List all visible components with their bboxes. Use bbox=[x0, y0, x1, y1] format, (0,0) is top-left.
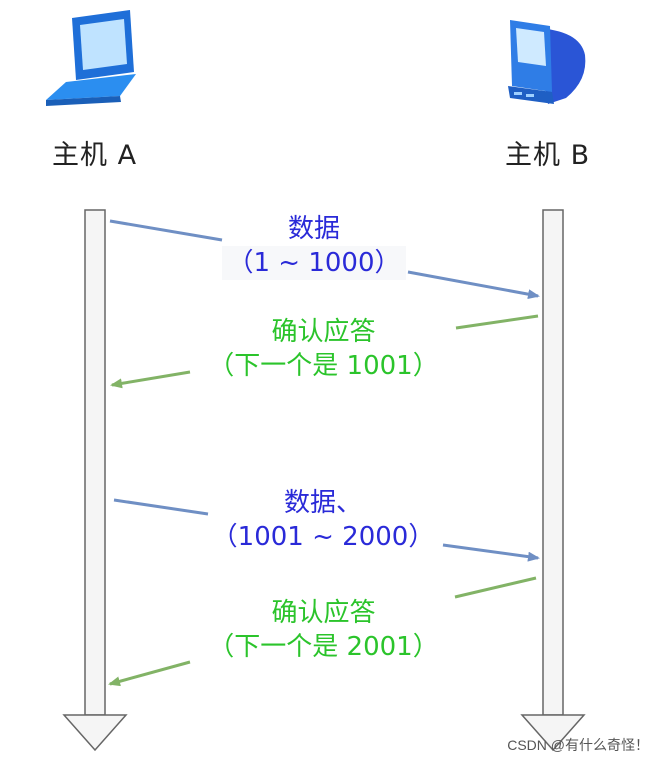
ack-arrow-1 bbox=[110, 314, 539, 389]
message-data-1-title: 数据 bbox=[287, 214, 340, 244]
message-ack-1-title: 确认应答 bbox=[271, 317, 376, 347]
host-a-label: 主机 A bbox=[52, 140, 138, 171]
watermark: CSDN @有什么奇怪！ bbox=[507, 737, 649, 753]
message-ack-1: 确认应答 （下一个是 1001） bbox=[196, 315, 451, 383]
data-arrow-1 bbox=[109, 219, 540, 300]
message-ack-2: 确认应答 （下一个是 2001） bbox=[196, 596, 451, 664]
lifeline-host-a bbox=[62, 209, 128, 752]
host-b-label: 主机 B bbox=[505, 140, 591, 171]
lifeline-host-b bbox=[520, 209, 586, 752]
message-data-2-title: 数据、 bbox=[283, 488, 362, 518]
message-ack-2-title: 确认应答 bbox=[271, 598, 376, 628]
message-ack-1-next: （下一个是 1001） bbox=[208, 351, 439, 381]
ack-arrow-2 bbox=[108, 576, 537, 687]
data-arrow-2 bbox=[113, 498, 540, 562]
laptop-icon bbox=[46, 10, 136, 106]
message-data-2-range: （1001 ~ 2000） bbox=[211, 522, 435, 552]
desktop-computer-icon bbox=[508, 20, 586, 104]
message-data-2: 数据、 （1001 ~ 2000） bbox=[205, 486, 441, 554]
message-data-1: 数据 （1 ~ 1000） bbox=[222, 212, 406, 280]
message-data-1-range: （1 ~ 1000） bbox=[222, 246, 406, 280]
message-ack-2-next: （下一个是 2001） bbox=[208, 632, 439, 662]
